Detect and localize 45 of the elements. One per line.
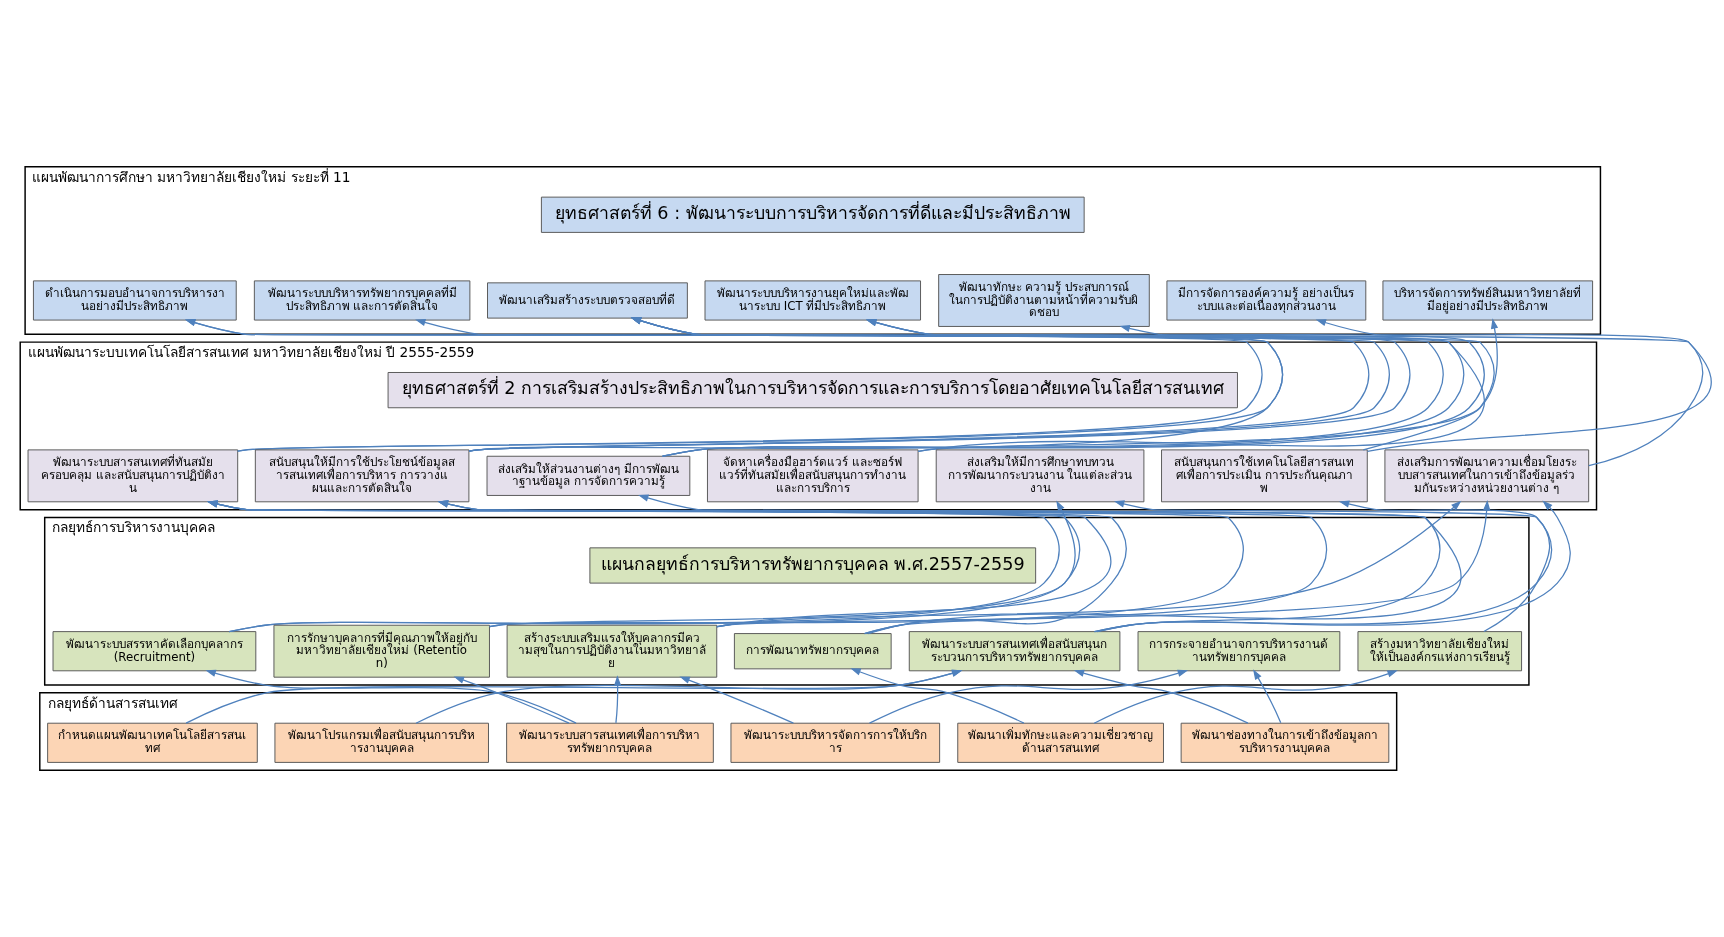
node-box: พัฒนาระบบสารสนเทศเพื่อการบริหารทรัพยากรบุคคล: [506, 722, 714, 763]
arrow: [1253, 669, 1282, 724]
arrow: [679, 676, 795, 724]
arrow: [1073, 669, 1249, 724]
node-box: บริหารจัดการทรัพย์สินมหาวิทยาลัยที่มีอยู่อย่างมีประสิทธิภาพ: [1382, 280, 1594, 321]
node-box: จัดหาเครื่องมือฮาร์ดแวร์ และซอร์ฟแวร์ที่ทันสมัยเพื่อสนับสนุนการทำงานและการบริการ: [706, 449, 919, 503]
node-box: ส่งเสริมให้ส่วนงานต่างๆ มีการพัฒนาฐานข้อมูล การจัดการความรู้: [486, 455, 691, 496]
arrow: [716, 500, 1462, 628]
node-box: ยุทธศาสตร์ที่ 2 การเสริมสร้างประสิทธิภาพในการบริหารจัดการและการบริการโดยอาศัยเทคโนโลยีสารสนเทศ: [387, 372, 1238, 409]
node-box: พัฒนาระบบสรรหาคัดเลือกบุคลากร (Recruitment): [52, 631, 257, 672]
node-box: ส่งเสริมการพัฒนาความเชื่อมโยงระบบสารสนเทศในการเข้าถึงข้อมูลร่วมกันระหว่างหน่วยงานต่าง ๆ: [1384, 449, 1590, 503]
arrow: [205, 669, 577, 724]
node-box: พัฒนาระบบบริหารจัดการการให้บริการ: [730, 722, 941, 763]
node-box: พัฒนาระบบสารสนเทศเพื่อสนับสนุนกระบวนการบริหารทรัพยากรบุคคล: [908, 631, 1121, 672]
node-box: พัฒนาเพิ่มทักษะและความเชี่ยวชาญ ด้านสารสนเทศ: [957, 722, 1164, 763]
arrow: [850, 668, 1025, 724]
node-box: พัฒนาโปรแกรมเพื่อสนับสนุนการบริหารงานบุคคล: [274, 722, 489, 763]
node-box: สร้างมหาวิทยาลัยเชียงใหม่ ให้เป็นองค์กรแห่งการเรียนรู้: [1357, 631, 1523, 672]
arrow: [614, 675, 622, 724]
arrow: [453, 676, 570, 724]
node-box: แผนกลยุทธ์การบริหารทรัพยากรบุคคล พ.ศ.2557-2559: [589, 547, 1037, 584]
arrow: [863, 499, 1491, 635]
node-box: สนับสนุนการใช้เทคโนโลยีสารสนเทศเพื่อการประเมิน การประกันคุณภาพ: [1161, 449, 1368, 503]
node-box: พัฒนาทักษะ ความรู้ ประสบการณ์ ในการปฏิบัติงานตามหน้าที่ความรับผิดชอบ: [938, 274, 1150, 327]
node-box: พัฒนาระบบสารสนเทศที่ทันสมัย ครอบคลุม และสนับสนุนการปฏิบัติงาน: [27, 449, 239, 503]
arrow: [868, 669, 1189, 724]
arrow: [917, 318, 1499, 452]
node-box: มีการจัดการองค์ความรู้ อย่างเป็นระบบและต่อเนื่องทุกส่วนงาน: [1166, 280, 1367, 321]
arrow: [1093, 670, 1398, 724]
node-box: พัฒนาเสริมสร้างระบบตรวจสอบที่ดี: [487, 282, 688, 319]
arrow: [1315, 319, 1712, 453]
node-box: พัฒนาระบบบริหารทรัพยากรบุคคลที่มีประสิทธิภาพ และการตัดสินใจ: [253, 280, 471, 321]
arrow: [185, 669, 963, 724]
node-box: พัฒนาช่องทางในการเข้าถึงข้อมูลการบริหารงานบุคคล: [1180, 722, 1390, 763]
node-box: ส่งเสริมให้มีการศึกษาทบทวน การพัฒนากระบวนงาน ในแต่ละส่วนงาน: [935, 449, 1145, 503]
node-box: ยุทธศาสตร์ที่ 6 : พัฒนาระบบการบริหารจัดการที่ดีและมีประสิทธิภาพ: [540, 196, 1085, 233]
node-box: การกระจายอำนาจการบริหารงานด้านทรัพยากรบุคคล: [1137, 631, 1341, 672]
node-box: การพัฒนาทรัพยากรบุคคล: [733, 633, 892, 670]
node-box: พัฒนาระบบบริหารงานยุคใหม่และพัฒนาระบบ ICT ที่มีประสิทธิภาพ: [704, 280, 922, 321]
node-box: ดำเนินการมอบอำนาจการบริหารงานอย่างมีประสิทธิภาพ: [32, 280, 237, 321]
node-box: กำหนดแผนพัฒนาเทคโนโลยีสารสนเทศ: [47, 722, 258, 763]
node-box: การรักษาบุคลากรที่มีคุณภาพให้อยู่กับมหาวิทยาลัยเชียงใหม่ (Retention): [273, 624, 490, 678]
arrow: [415, 669, 963, 724]
node-box: สนับสนุนให้มีการใช้ประโยชน์ข้อมูลสารสนเทศเพื่อการบริหาร การวางแผนและการตัดสินใจ: [254, 449, 470, 503]
node-box: สร้างระบบเสริมแรงให้บุคลากรมีความสุขในการปฏิบัติงานในมหาวิทยาลัย: [506, 624, 718, 678]
